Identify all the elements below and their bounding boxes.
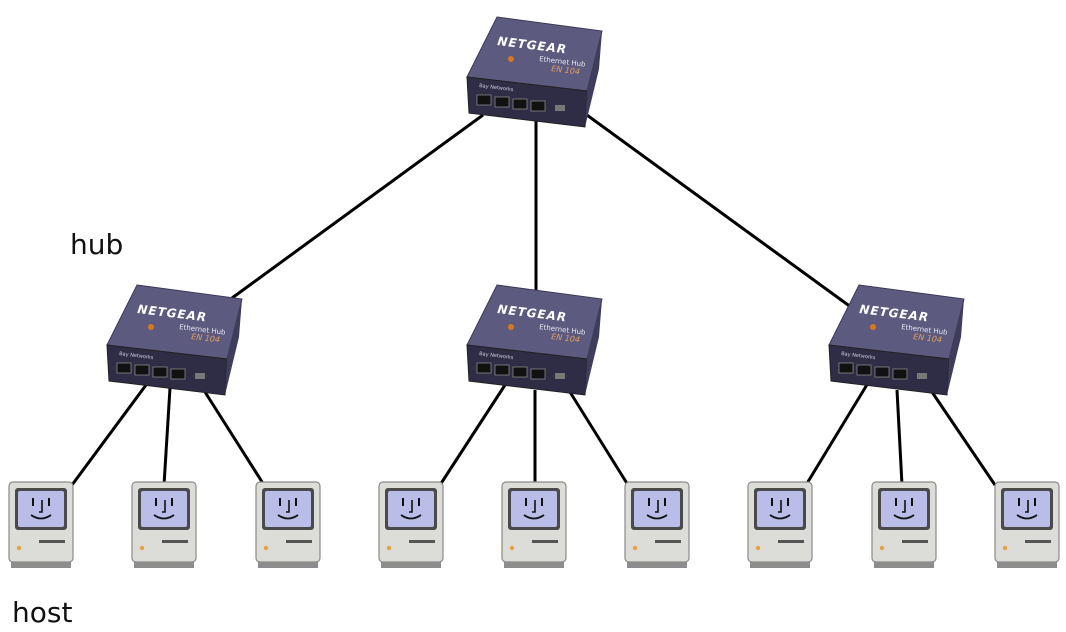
link-right-host3 [930,391,997,486]
hub-left-icon [106,284,243,396]
hub-label: hub [70,228,124,261]
host-icon [624,481,690,569]
link-middle-host3 [568,391,630,486]
host-icon [378,481,444,569]
host-icon [501,481,567,569]
host-icon [255,481,321,569]
hub-root-icon [466,16,603,128]
host-icon [131,481,197,569]
hub-right-icon [828,284,965,396]
link-right-host1 [804,382,870,486]
link-middle-host1 [438,384,507,486]
host-icon [8,481,74,569]
link-left-host1 [70,384,148,486]
host-icon [994,481,1060,569]
links [70,108,997,486]
host-icon [747,481,813,569]
link-left-host2 [162,387,172,486]
link-root-left [231,113,484,300]
link-right-host2 [895,389,904,486]
link-root-right [579,108,856,312]
host-label: host [12,596,73,629]
hub-middle-icon [466,284,603,396]
host-icon [871,481,937,569]
link-left-host3 [203,391,266,486]
